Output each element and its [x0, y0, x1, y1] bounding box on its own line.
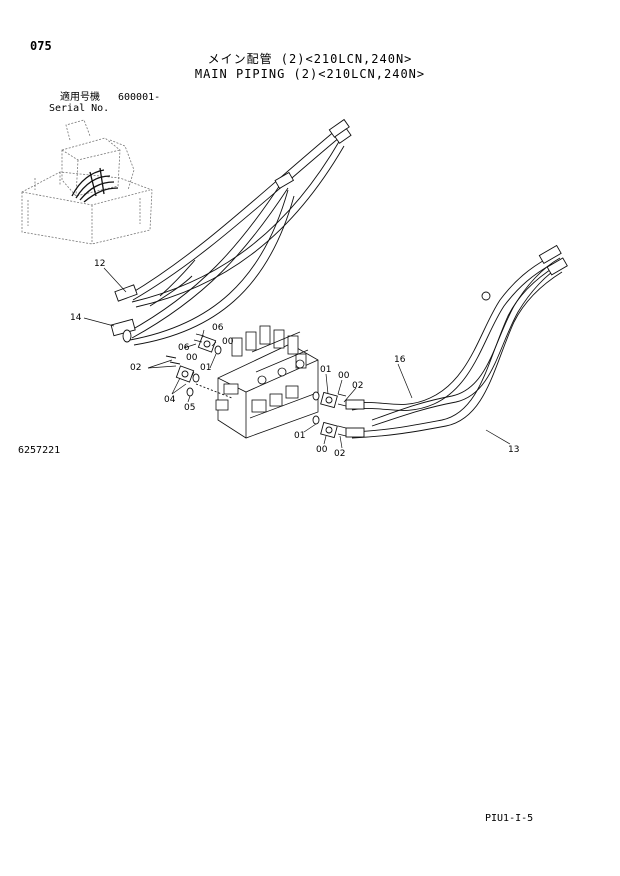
control-valve — [215, 325, 319, 439]
callout-06-upper: 06 — [212, 323, 224, 333]
title-japanese: メイン配管 (2)<210LCN,240N> — [207, 52, 413, 66]
callout-00-left: 00 — [186, 353, 198, 363]
page-reference: PIU1-I-5 — [485, 813, 534, 824]
callout-12: 12 — [94, 259, 105, 269]
serial-label-japanese: 適用号機 — [60, 92, 100, 103]
left-flange-parts — [165, 333, 233, 399]
right-flange-parts — [312, 391, 347, 439]
upper-hose-fittings — [110, 118, 352, 343]
figure-id: 6257221 — [18, 445, 61, 456]
callout-13: 13 — [508, 445, 519, 455]
callout-02-left: 02 — [130, 363, 141, 373]
callout-05: 05 — [184, 403, 195, 413]
callout-labels: 12 14 06 06 00 00 01 02 04 05 16 01 00 0… — [70, 259, 519, 459]
callout-00-upper: 00 — [222, 337, 234, 347]
upper-hose-assembly — [127, 129, 345, 346]
callout-02-right-upper: 02 — [352, 381, 363, 391]
title-english: MAIN PIPING (2)<210LCN,240N> — [194, 67, 426, 81]
callout-01-right-upper: 01 — [320, 365, 331, 375]
callout-00-right-upper: 00 — [338, 371, 350, 381]
callout-00-right-lower: 00 — [316, 445, 328, 455]
serial-number-value: 600001- — [118, 92, 161, 103]
callout-01-left: 01 — [200, 363, 211, 373]
callout-leader-lines — [83, 267, 511, 449]
callout-01-right-lower: 01 — [294, 431, 305, 441]
callout-02-right-lower: 02 — [334, 449, 345, 459]
callout-16: 16 — [394, 355, 406, 365]
excavator-locator-thumbnail — [21, 119, 153, 245]
thumbnail-highlighted-hoses — [71, 167, 119, 203]
serial-label-english: Serial No. — [49, 103, 110, 114]
right-hose-assembly — [351, 257, 565, 439]
callout-14: 14 — [70, 313, 82, 323]
callout-06-left: 06 — [178, 343, 190, 353]
callout-04: 04 — [164, 395, 176, 405]
right-hose-fittings — [345, 244, 568, 438]
page-number: 075 — [30, 39, 52, 53]
